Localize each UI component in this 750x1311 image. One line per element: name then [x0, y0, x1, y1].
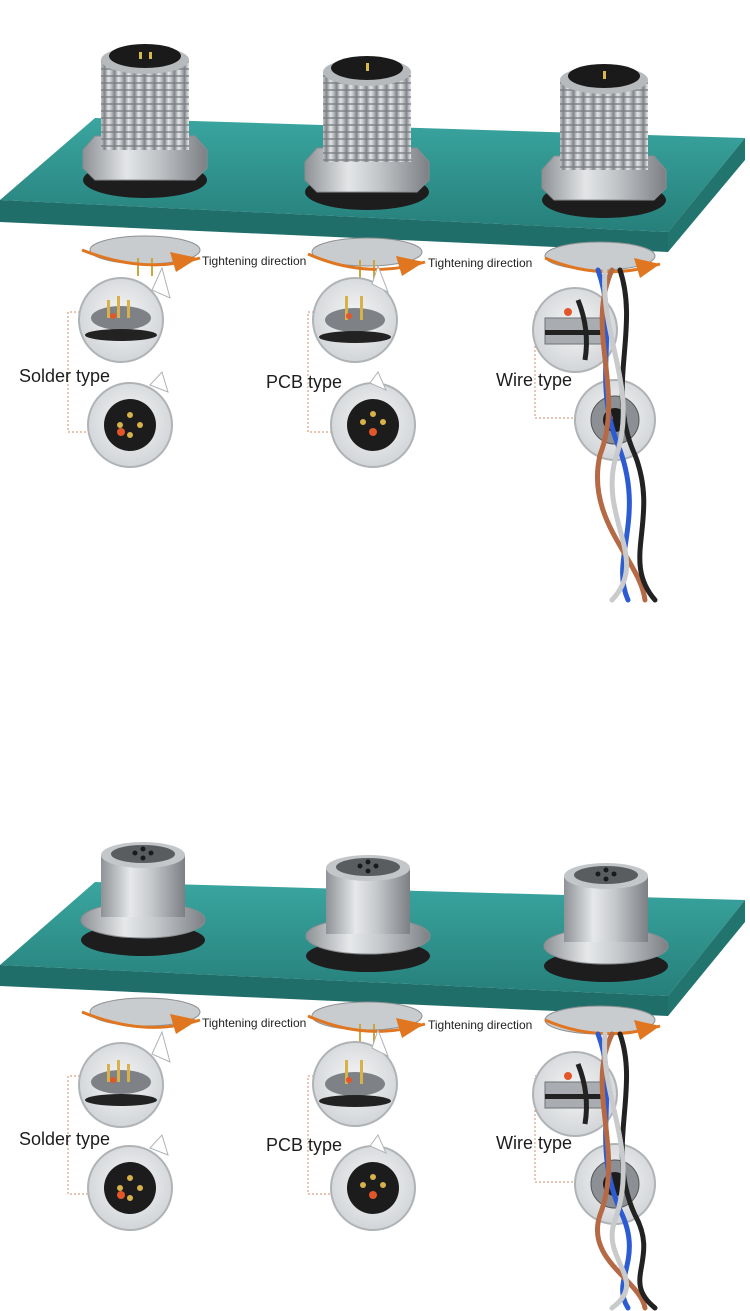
solder-rear-detail-icon: [78, 1030, 171, 1128]
female-connector-center: [305, 855, 431, 972]
female-connector-illustration: [0, 842, 745, 1311]
tightening-arrow-left: [81, 1010, 201, 1034]
pcb-front-detail-icon: [330, 1134, 416, 1231]
tightening-direction-label-right: Tightening direction: [428, 256, 533, 270]
male-connector-panel: Tightening direction Tightening directio…: [0, 0, 750, 610]
underside-nuts: [89, 997, 656, 1046]
female-connector-panel: Tightening direction Tightening directio…: [0, 760, 750, 1311]
wire-front-detail-icon: [574, 379, 656, 461]
pcb-front-detail-icon: [330, 371, 416, 468]
tightening-direction-label-right: Tightening direction: [428, 1018, 533, 1032]
wire-bundle: [595, 1031, 658, 1311]
solder-type-label: Solder type: [19, 1129, 111, 1149]
wire-bundle: [595, 267, 658, 603]
wire-type-label: Wire type: [496, 370, 573, 390]
underside-nuts: [89, 235, 656, 280]
solder-rear-detail-icon: [78, 266, 171, 363]
tightening-arrow-right: [544, 256, 661, 278]
male-connector-center: [304, 56, 430, 210]
tightening-arrow-center: [307, 1014, 426, 1038]
wire-rear-detail-icon: [532, 1051, 618, 1137]
male-connector-illustration: [0, 44, 745, 603]
pcb-rear-detail-icon: [312, 1028, 398, 1127]
tightening-arrow-left: [81, 248, 201, 272]
solder-front-detail-icon: [87, 371, 173, 468]
tightening-direction-label-left: Tightening direction: [202, 254, 307, 268]
wire-rear-detail-icon: [532, 287, 618, 373]
female-connector-left: [80, 842, 206, 956]
pcb-type-label: PCB type: [266, 372, 343, 392]
pcb-type-label: PCB type: [266, 1135, 343, 1155]
wire-type-label: Wire type: [496, 1133, 573, 1153]
tightening-arrow-right: [544, 1018, 661, 1040]
tightening-direction-label-left: Tightening direction: [202, 1016, 307, 1030]
tightening-arrow-center: [307, 252, 426, 276]
male-connector-right: [541, 64, 667, 218]
pcb-rear-detail-icon: [312, 264, 398, 363]
solder-type-label: Solder type: [19, 366, 111, 386]
solder-front-detail-icon: [87, 1134, 173, 1231]
male-connector-left: [82, 44, 208, 198]
female-connector-right: [543, 863, 669, 982]
